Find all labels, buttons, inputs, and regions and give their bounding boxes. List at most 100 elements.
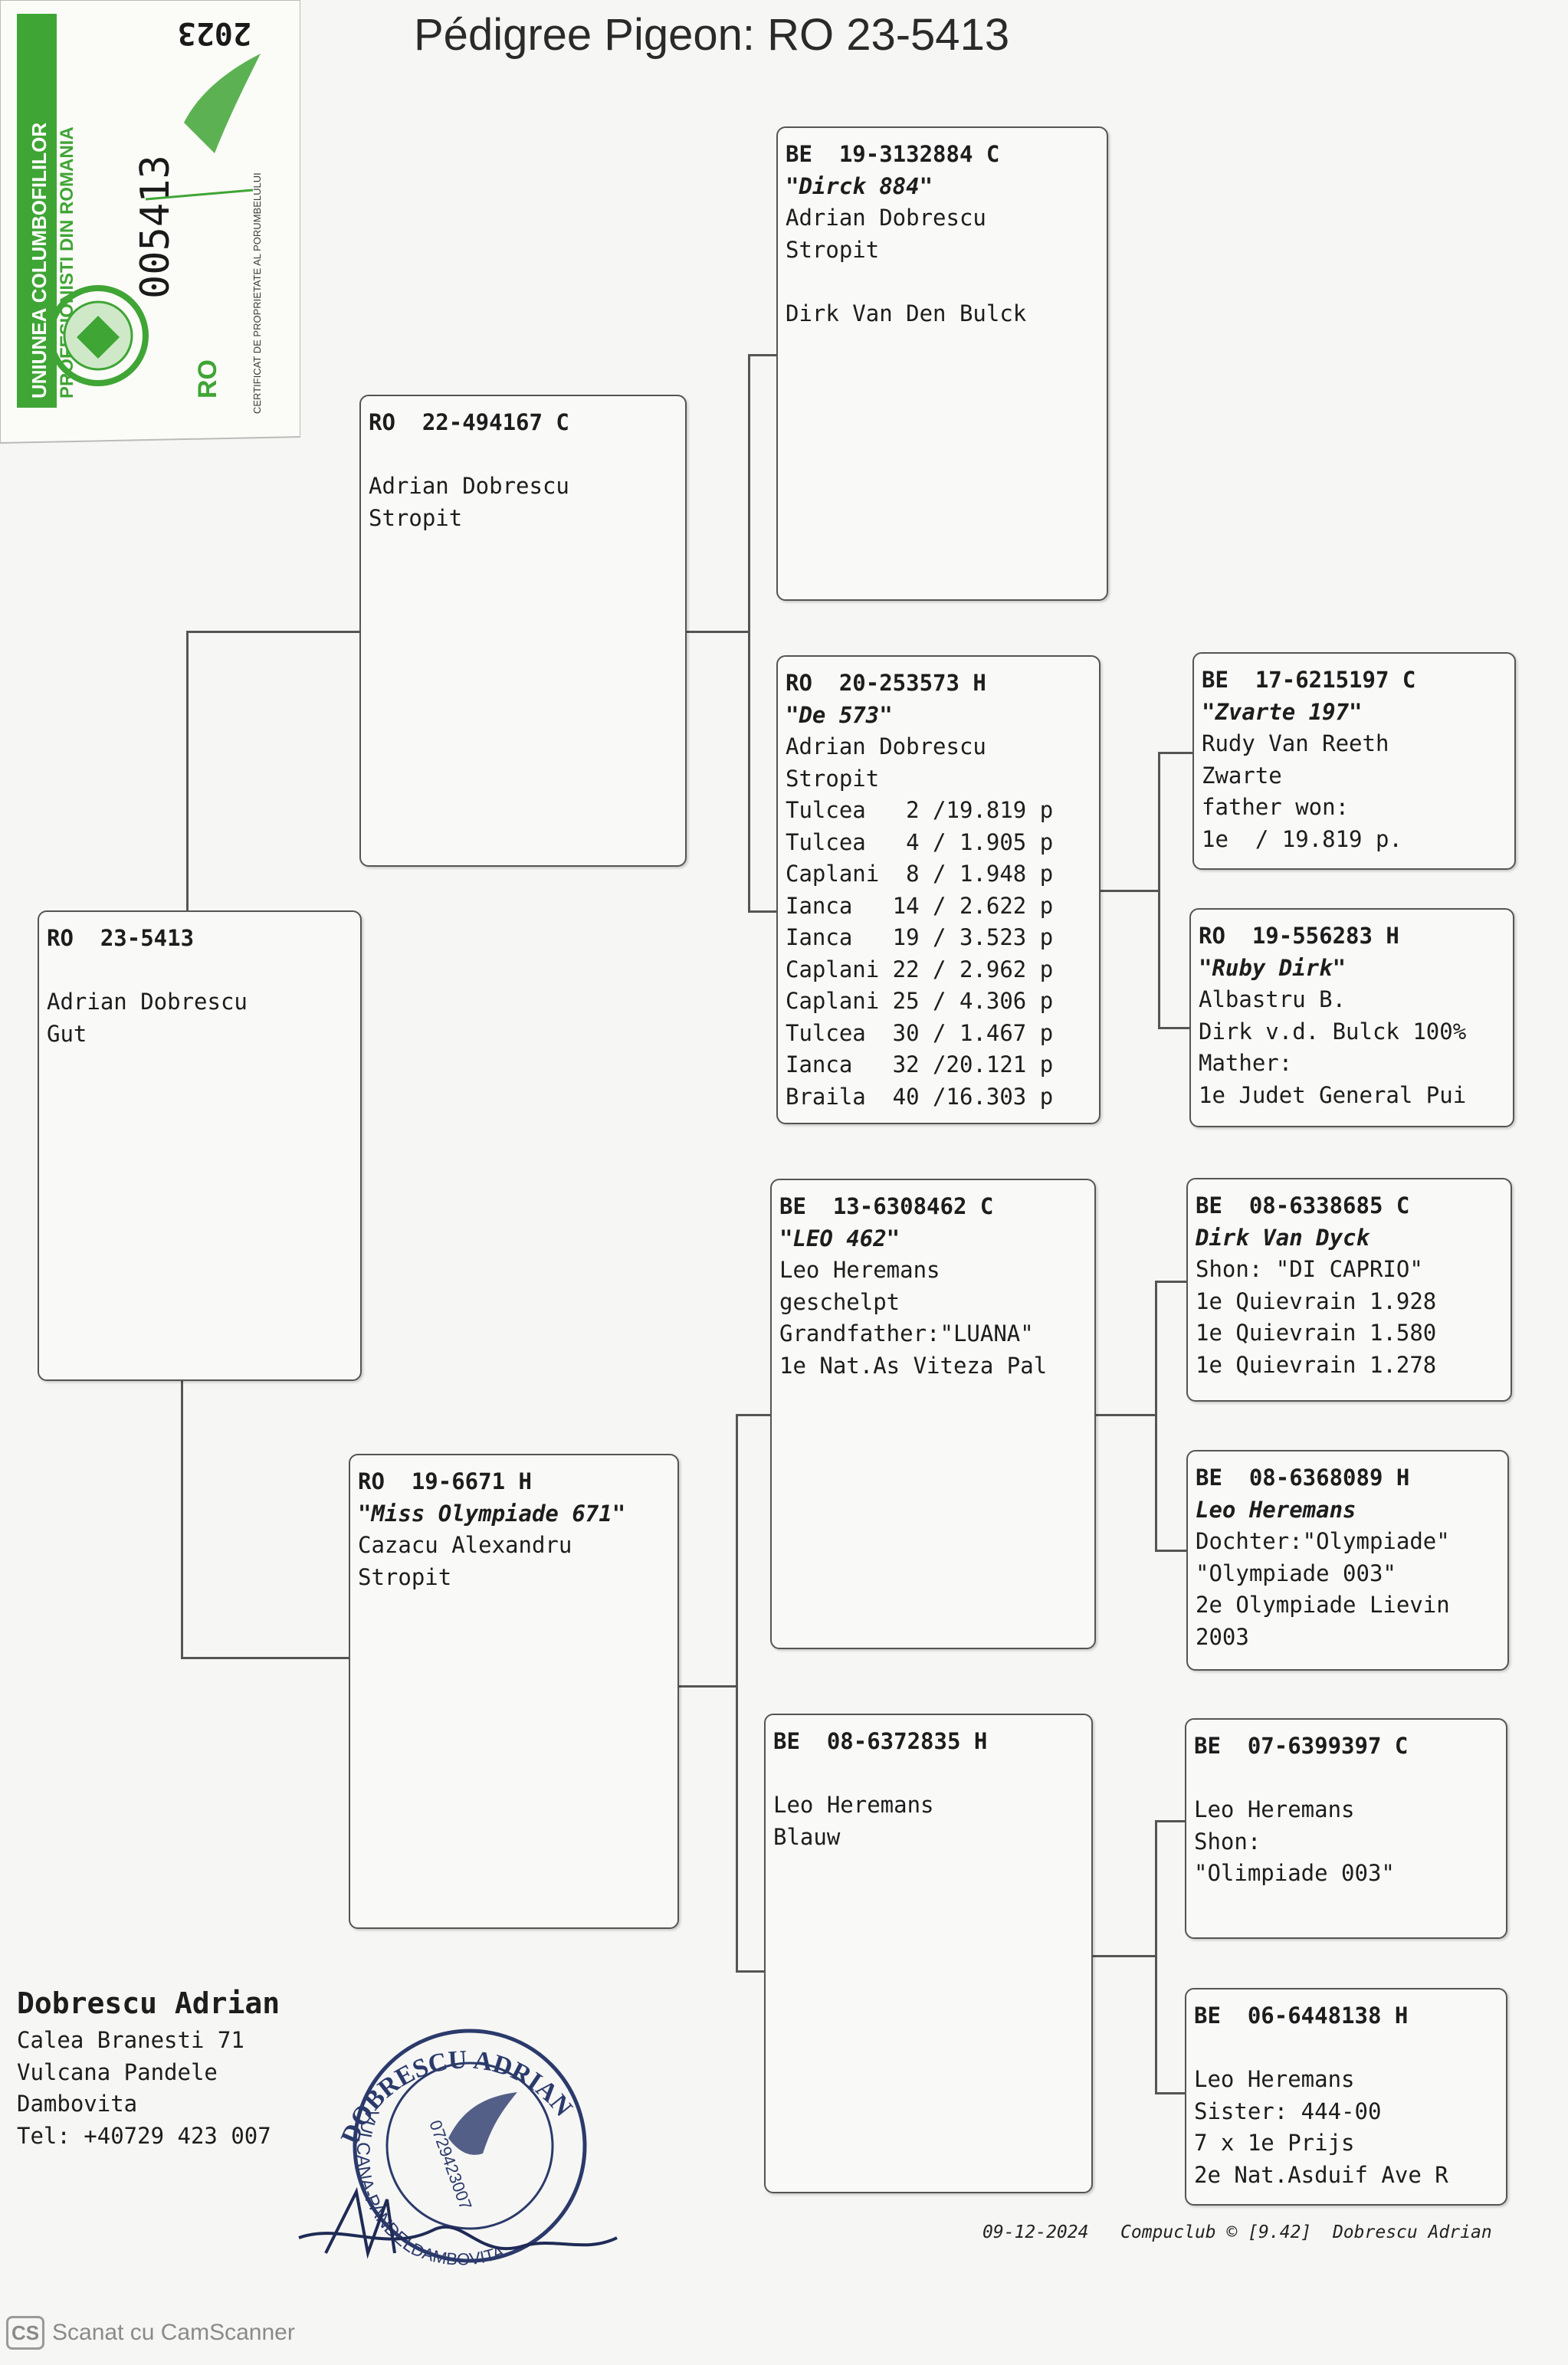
pigeon-detail-line: 2e Olympiade Lievin bbox=[1196, 1592, 1450, 1618]
pigeon-detail-line: Ianca 19 / 3.523 p bbox=[786, 924, 1054, 950]
stamp-bottom-text: DAMBOVITA bbox=[408, 2239, 507, 2269]
connector-sd-hub bbox=[1098, 890, 1158, 894]
certificate-org-line1: UNIUNEA COLUMBOFILILOR bbox=[28, 123, 51, 399]
pigeon-detail-line: Adrian Dobrescu bbox=[786, 733, 986, 759]
pigeon-detail-line: 1e / 19.819 p. bbox=[1202, 825, 1402, 852]
pigeon-detail-line bbox=[1194, 1763, 1506, 1795]
pigeon-box-dam: RO 19-6671 H "Miss Olympiade 671" Cazacu A… bbox=[349, 1454, 679, 1929]
ring-number: RO 22-494167 C bbox=[369, 409, 569, 435]
connector-sire-parents bbox=[748, 354, 779, 913]
owner-address-line: Dambovita bbox=[17, 2091, 138, 2117]
owner-address-line: Calea Branesti 71 bbox=[17, 2027, 244, 2053]
pigeon-detail-line: Braila 40 /16.303 p bbox=[786, 1083, 1054, 1110]
pigeon-detail-line: Tulcea 2 /19.819 p bbox=[786, 797, 1054, 823]
pigeon-breeder: Leo Heremans bbox=[1196, 1496, 1356, 1523]
pigeon-box-sd-sire: BE 17-6215197 C "Zvarte 197" Rudy Van Reet… bbox=[1192, 652, 1516, 870]
pigeon-nickname: "De 573" bbox=[786, 701, 893, 728]
pigeon-detail-line: Adrian Dobrescu bbox=[369, 473, 569, 499]
certificate-year: 2023 bbox=[178, 15, 251, 51]
pigeon-detail-line: father won: bbox=[1202, 794, 1350, 820]
pigeon-detail-line: 1e Quievrain 1.278 bbox=[1196, 1351, 1437, 1378]
certificate-seal bbox=[48, 285, 149, 386]
certificate-wing-icon bbox=[184, 54, 261, 153]
pigeon-detail-line: Zwarte bbox=[1202, 762, 1282, 789]
connector-ds-parents bbox=[1155, 1281, 1189, 1552]
ring-number: BE 13-6308462 C bbox=[779, 1193, 994, 1219]
pigeon-detail-line bbox=[786, 266, 1107, 298]
pigeon-detail-line: Sister: 444-00 bbox=[1194, 2098, 1382, 2124]
certificate-country: RO bbox=[193, 359, 222, 399]
pigeon-detail-line: Tulcea 4 / 1.905 p bbox=[786, 828, 1054, 855]
connector-dd-parents bbox=[1155, 1820, 1189, 2094]
pigeon-nickname: "Zvarte 197" bbox=[1202, 698, 1363, 725]
ring-number: BE 08-6372835 H bbox=[773, 1728, 988, 1754]
pigeon-detail-line: Stropit bbox=[369, 504, 463, 531]
pigeon-detail-line: Stropit bbox=[358, 1563, 452, 1590]
certificate-number: 005413 bbox=[133, 155, 179, 299]
owner-address-line: Vulcana Pandele bbox=[17, 2058, 218, 2085]
pigeon-detail-line: Shon: bbox=[1194, 1828, 1261, 1855]
ring-number: BE 17-6215197 C bbox=[1202, 667, 1416, 693]
pigeon-detail-line: Stropit bbox=[786, 236, 880, 263]
owner-phone: Tel: +40729 423 007 bbox=[17, 2122, 271, 2149]
pigeon-detail-line: Cazacu Alexandru bbox=[358, 1532, 572, 1558]
pigeon-nickname: "Dirck 884" bbox=[786, 172, 933, 199]
pigeon-nickname: "LEO 462" bbox=[779, 1225, 900, 1251]
ring-number: RO 19-556283 H bbox=[1199, 923, 1399, 949]
pigeon-detail-line bbox=[369, 439, 685, 471]
pigeon-detail-line: Caplani 25 / 4.306 p bbox=[786, 988, 1054, 1014]
pigeon-breeder: Dirk Van Dyck bbox=[1196, 1224, 1370, 1251]
camscanner-watermark: CS Scanat cu CamScanner bbox=[6, 2316, 295, 2350]
pigeon-detail-line: Dirk v.d. Bulck 100% bbox=[1199, 1018, 1467, 1045]
pigeon-detail-line bbox=[1194, 2032, 1506, 2065]
pigeon-detail-line: 1e Quievrain 1.580 bbox=[1196, 1320, 1437, 1346]
connector-subject-sire bbox=[186, 631, 363, 915]
ring-number: RO 19-6671 H bbox=[358, 1468, 532, 1494]
pigeon-detail-line: 1e Nat.As Viteza Pal bbox=[779, 1352, 1048, 1379]
pigeon-detail-line: Caplani 8 / 1.948 p bbox=[786, 861, 1054, 887]
ring-number: BE 07-6399397 C bbox=[1194, 1733, 1409, 1759]
pigeon-detail-line: Ianca 32 /20.121 p bbox=[786, 1051, 1054, 1078]
pigeon-detail-line: Adrian Dobrescu bbox=[786, 205, 986, 231]
connector-subject-dam bbox=[181, 1379, 355, 1659]
connector-sire-hub bbox=[685, 631, 748, 635]
camscanner-logo-icon: CS bbox=[6, 2316, 44, 2350]
stamp-left-text: VULCANA-PANDELE bbox=[295, 2023, 419, 2257]
ring-number: BE 08-6368089 H bbox=[1196, 1465, 1410, 1491]
pigeon-detail-line: Adrian Dobrescu bbox=[47, 989, 248, 1015]
ring-number: BE 19-3132884 C bbox=[786, 141, 1000, 167]
pigeon-detail-line: Dochter:"Olympiade" bbox=[1196, 1528, 1450, 1554]
pigeon-detail-line: 7 x 1e Prijs bbox=[1194, 2130, 1355, 2156]
ring-number: BE 06-6448138 H bbox=[1194, 2003, 1409, 2029]
ring-number: RO 20-253573 H bbox=[786, 670, 986, 696]
pigeon-detail-line: Gut bbox=[47, 1020, 87, 1047]
connector-dam-parents bbox=[736, 1414, 773, 1973]
pigeon-nickname: "Ruby Dirk" bbox=[1199, 954, 1347, 981]
connector-sd-parents bbox=[1158, 752, 1192, 1029]
pigeon-detail-line: Leo Heremans bbox=[1194, 1796, 1355, 1822]
owner-block: Dobrescu Adrian Calea Branesti 71 Vulcan… bbox=[17, 1982, 280, 2152]
pigeon-detail-line: Caplani 22 / 2.962 p bbox=[786, 956, 1054, 982]
pigeon-detail-line: Dirk Van Den Bulck bbox=[786, 300, 1027, 326]
connector-dd-hub bbox=[1091, 1955, 1155, 1960]
pigeon-nickname: "Miss Olympiade 671" bbox=[358, 1500, 626, 1527]
pigeon-detail-line: 2e Nat.Asduif Ave R bbox=[1194, 2161, 1448, 2188]
pigeon-detail-line: 1e Quievrain 1.928 bbox=[1196, 1287, 1437, 1314]
pigeon-detail-line: Shon: "DI CAPRIO" bbox=[1196, 1256, 1423, 1282]
pigeon-detail-line: "Olimpiade 003" bbox=[1194, 1860, 1395, 1886]
ring-number: RO 23-5413 bbox=[47, 925, 195, 951]
signature-icon bbox=[298, 2186, 618, 2259]
page-title: Pédigree Pigeon: RO 23-5413 bbox=[414, 10, 1010, 60]
pigeon-detail-line: Leo Heremans bbox=[779, 1257, 940, 1283]
pigeon-detail-line: Rudy Van Reeth bbox=[1202, 730, 1389, 756]
owner-name: Dobrescu Adrian bbox=[17, 1986, 280, 2020]
pigeon-detail-line: 1e Judet General Pui bbox=[1199, 1081, 1467, 1108]
